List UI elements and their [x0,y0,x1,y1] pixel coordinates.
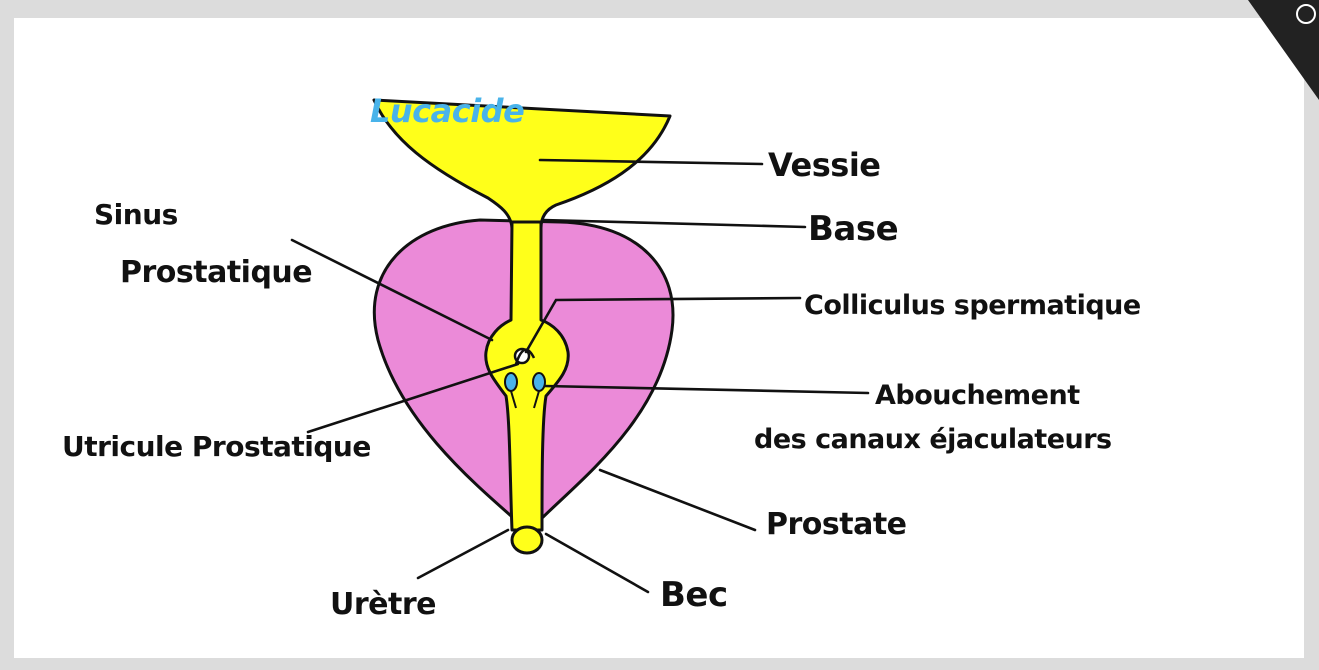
leader-urethre [418,530,508,578]
label-urethre: Urètre [330,587,436,622]
corner-stamp-icon [1248,0,1319,100]
bladder-annotation: Lucacide [370,92,524,130]
label-abouchement-line2: des canaux éjaculateurs [754,424,1112,455]
label-base: Base [808,209,898,249]
label-bec: Bec [660,575,728,615]
label-vessie: Vessie [768,146,880,184]
label-abouchement-line1: Abouchement [875,380,1080,411]
leader-bec [546,534,648,592]
urethra-outlet [512,527,542,553]
label-colliculus: Colliculus spermatique [804,290,1141,321]
ejaculatory-duct-opening-right [533,373,545,391]
leader-prostate [600,470,755,530]
label-sinus-line1: Sinus [94,198,178,231]
label-sinus-line2: Prostatique [120,255,312,290]
ejaculatory-duct-opening-left [505,373,517,391]
label-utricule: Utricule Prostatique [62,430,371,463]
label-prostate: Prostate [766,507,907,542]
